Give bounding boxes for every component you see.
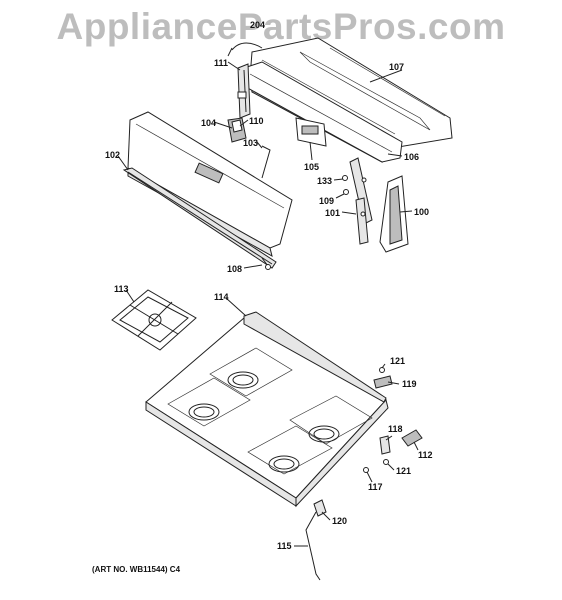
callout-115: 115 <box>277 541 292 551</box>
screw-109 <box>343 189 349 195</box>
callout-108: 108 <box>227 264 242 274</box>
clip-118 <box>379 435 391 455</box>
callout-110: 110 <box>249 116 264 126</box>
wire-204 <box>231 42 263 51</box>
callout-100: 100 <box>414 207 429 217</box>
callout-107: 107 <box>389 62 404 72</box>
screw-117 <box>363 467 369 473</box>
callout-114: 114 <box>214 292 229 302</box>
switch-110 <box>227 117 247 143</box>
callout-105: 105 <box>304 162 319 172</box>
callout-204: 204 <box>250 20 265 30</box>
callout-119: 119 <box>402 379 417 389</box>
callout-109: 109 <box>319 196 334 206</box>
screw-108 <box>261 257 271 270</box>
callout-103: 103 <box>243 138 258 148</box>
art-number: (ART NO. WB11544) C4 <box>92 565 181 574</box>
module-105 <box>295 117 327 147</box>
callout-111: 111 <box>214 58 228 68</box>
callout-133: 133 <box>317 176 332 186</box>
callout-101: 101 <box>325 208 340 218</box>
end-cap-100 <box>379 175 409 253</box>
callout-117: 117 <box>368 482 383 492</box>
screw-121a <box>379 367 385 373</box>
trim-strip-102 <box>122 167 277 269</box>
screw-133 <box>342 175 348 181</box>
callout-112: 112 <box>418 450 433 460</box>
leader-lines <box>117 47 419 547</box>
rod-103 <box>261 145 271 179</box>
callout-121-bottom: 121 <box>396 466 411 476</box>
watermark: AppliancePartsPros.com <box>56 6 506 47</box>
callout-102: 102 <box>105 150 120 160</box>
burner-grate-113 <box>111 289 197 351</box>
callout-113: 113 <box>114 284 129 294</box>
screw-121b <box>383 459 389 465</box>
clip-112 <box>401 429 423 447</box>
callout-120: 120 <box>332 516 347 526</box>
clip-120 <box>313 499 327 517</box>
callout-121-top: 121 <box>390 356 405 366</box>
callout-104: 104 <box>201 118 216 128</box>
cooktop-114 <box>145 311 389 508</box>
callout-106: 106 <box>404 152 419 162</box>
clip-119 <box>373 375 393 389</box>
callout-118: 118 <box>388 424 403 434</box>
rod-115 <box>305 511 321 581</box>
hinge-bracket-101 <box>349 157 373 245</box>
bracket-111 <box>237 63 251 119</box>
